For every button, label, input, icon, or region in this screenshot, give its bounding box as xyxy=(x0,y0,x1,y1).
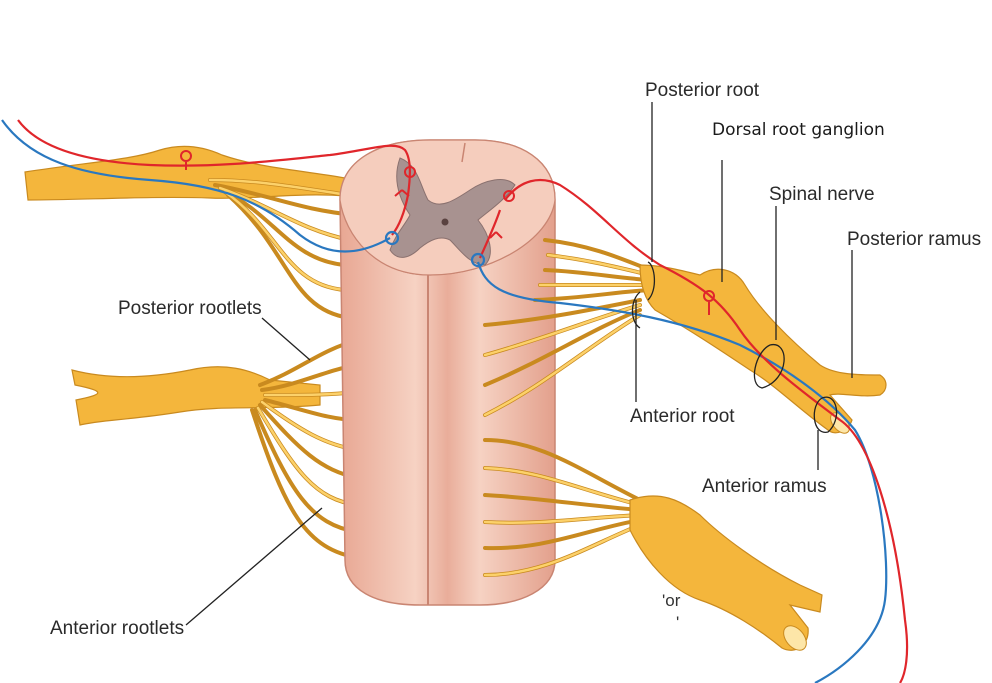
label-posterior-root: Posterior root xyxy=(645,80,760,101)
label-anterior-root: Anterior root xyxy=(630,406,735,427)
left-lower-nerve xyxy=(71,366,321,426)
label-fragment-2: ' xyxy=(676,613,679,632)
right-lower-nerve xyxy=(629,495,823,651)
label-anterior-rootlets: Anterior rootlets xyxy=(50,618,184,639)
label-dorsal-root-ganglion: Dorsal root ganglion xyxy=(712,120,885,140)
leader-lines xyxy=(185,102,853,626)
motor-fiber xyxy=(1,119,888,683)
label-anterior-ramus: Anterior ramus xyxy=(702,476,827,497)
label-spinal-nerve: Spinal nerve xyxy=(769,184,875,205)
label-fragment-1: 'or xyxy=(662,591,681,610)
label-posterior-rootlets: Posterior rootlets xyxy=(118,298,262,319)
right-anterior-rootlets xyxy=(483,298,642,417)
labels: Posterior root Dorsal root ganglion Spin… xyxy=(50,80,981,639)
label-posterior-ramus: Posterior ramus xyxy=(847,229,981,250)
grey-matter xyxy=(389,157,516,266)
neuron-cells xyxy=(180,150,715,315)
left-upper-rootlets xyxy=(208,178,357,320)
left-upper-nerve xyxy=(24,145,346,201)
right-lower-rootlets xyxy=(483,438,642,577)
spinal-cord xyxy=(339,139,556,606)
